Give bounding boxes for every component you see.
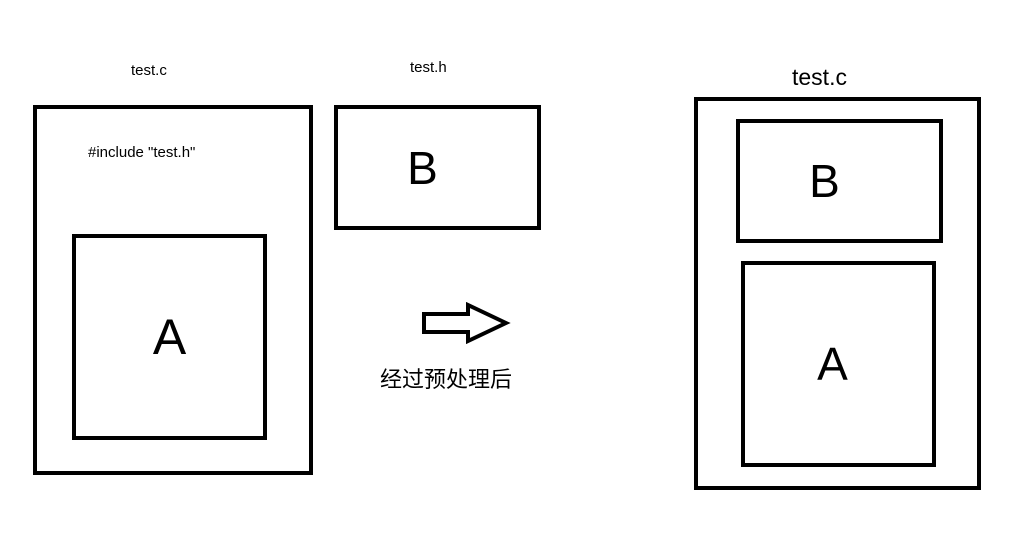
left-content-a-box: A (72, 234, 267, 440)
header-file-title: test.h (410, 59, 447, 76)
include-directive-text: #include "test.h" (88, 144, 196, 161)
right-arrow-icon (422, 302, 511, 344)
left-content-a-label: A (152, 309, 187, 365)
left-file-title: test.c (131, 62, 167, 79)
result-content-a-label: A (817, 338, 848, 390)
header-content-b-label: B (407, 141, 438, 194)
result-file-title: test.c (792, 64, 847, 90)
preprocess-caption: 经过预处理后 (380, 368, 513, 393)
result-content-b-label: B (809, 155, 840, 207)
result-content-b-box: B (736, 119, 943, 243)
result-content-a-box: A (741, 261, 936, 467)
header-file-box: B (334, 105, 541, 230)
